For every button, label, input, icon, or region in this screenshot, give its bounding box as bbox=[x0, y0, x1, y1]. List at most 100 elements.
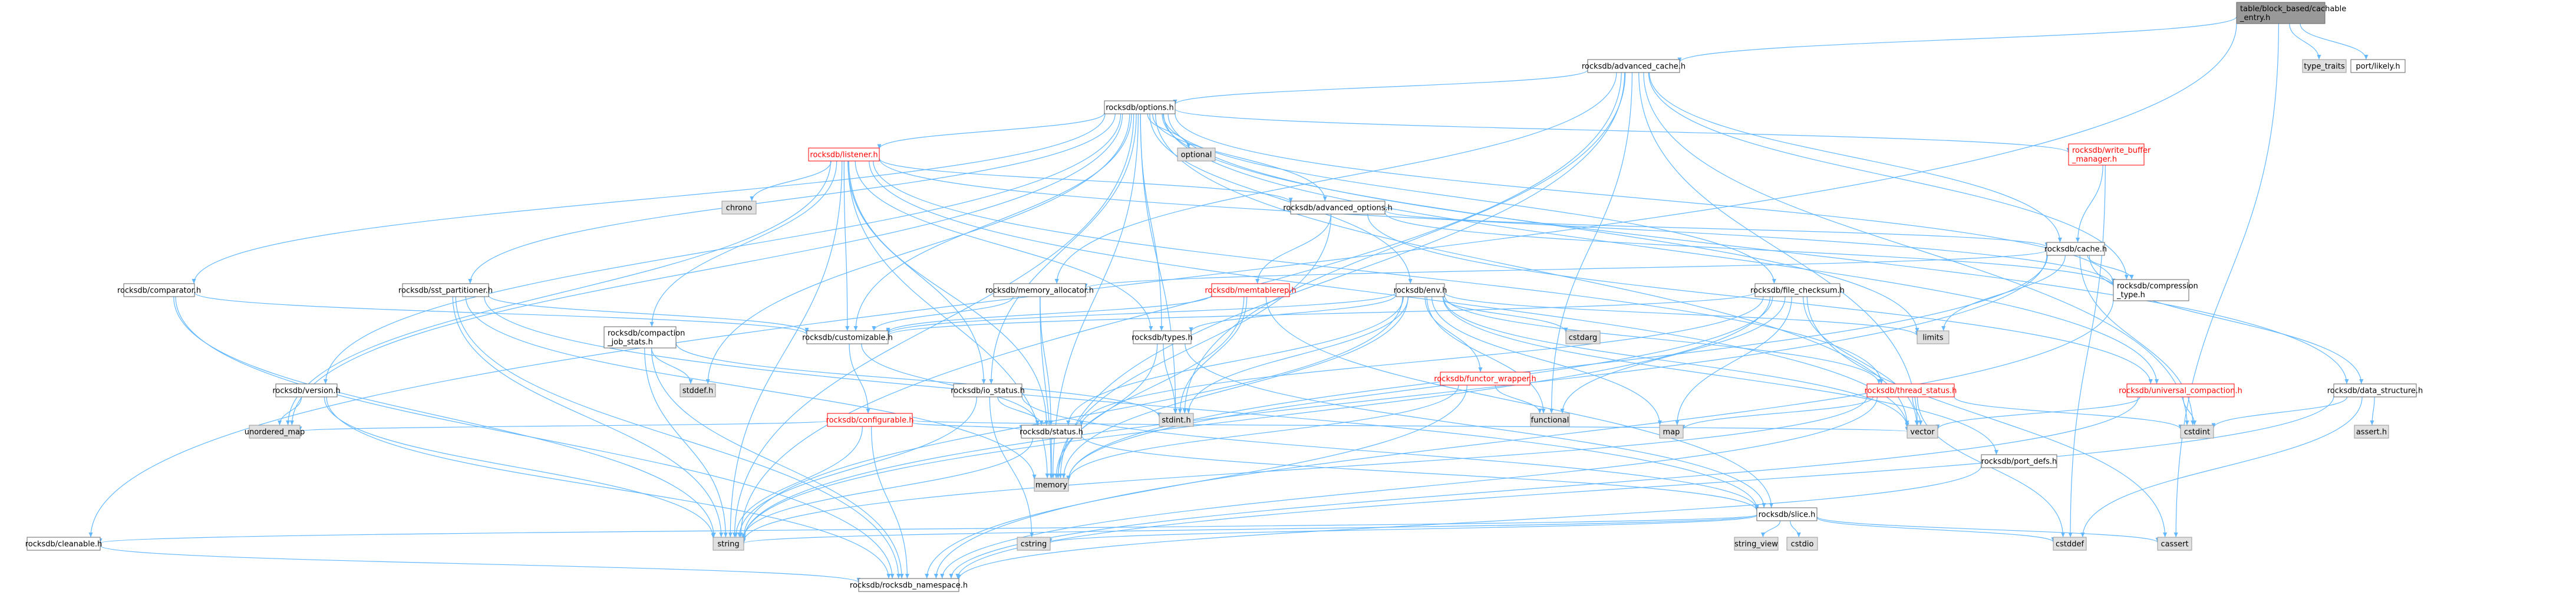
arrowhead-env-to-stdint_h bbox=[1186, 409, 1191, 413]
node-label: assert.h bbox=[2356, 428, 2387, 437]
edge-advanced_cache-to-string bbox=[740, 72, 1622, 538]
node-configurable[interactable]: rocksdb/configurable.h bbox=[826, 413, 914, 427]
edge-options-to-customizable bbox=[855, 113, 1132, 331]
node-memory_allocator[interactable]: rocksdb/memory_allocator.h bbox=[985, 283, 1094, 297]
edge-listener-to-compaction_job_stats bbox=[651, 160, 837, 327]
node-label: cstdio bbox=[1791, 540, 1814, 549]
edge-root-to-cassert bbox=[2175, 23, 2279, 538]
node-compression_type[interactable]: rocksdb/compression_type.h bbox=[2113, 279, 2198, 301]
edge-io_status-to-status bbox=[997, 396, 1042, 426]
node-advanced_cache[interactable]: rocksdb/advanced_cache.h bbox=[1582, 59, 1686, 73]
arrowhead-compaction_job_stats-to-rocksdb_namespace bbox=[899, 574, 904, 579]
node-port_defs[interactable]: rocksdb/port_defs.h bbox=[1981, 454, 2057, 468]
arrowhead-options-to-listener bbox=[877, 144, 882, 149]
edge-listener-to-chrono bbox=[751, 160, 832, 202]
node-version[interactable]: rocksdb/version.h bbox=[272, 383, 341, 397]
node-box bbox=[680, 383, 716, 397]
arrowhead-listener-to-types bbox=[1149, 326, 1153, 331]
node-cstdint: cstdint bbox=[2180, 425, 2214, 439]
node-options[interactable]: rocksdb/options.h bbox=[1104, 100, 1176, 114]
node-root[interactable]: table/block_based/cachable_entry.h bbox=[2236, 2, 2346, 24]
arrowhead-types-to-memory bbox=[1054, 474, 1058, 478]
arrowhead-slice-to-string_view bbox=[1760, 533, 1765, 537]
edge-file_checksum-to-map bbox=[1677, 296, 1792, 426]
edge-slice-to-cstddef bbox=[1816, 517, 2054, 543]
arrowhead-data_structure-to-assert_h bbox=[2370, 420, 2374, 425]
node-chrono: chrono bbox=[721, 201, 757, 215]
edge-env-to-cstdarg bbox=[1442, 296, 1566, 333]
node-comparator[interactable]: rocksdb/comparator.h bbox=[117, 283, 201, 297]
node-memtablerep[interactable]: rocksdb/memtablerep.h bbox=[1205, 283, 1297, 297]
arrowhead-customizable-to-status bbox=[1035, 420, 1040, 425]
node-label: rocksdb/slice.h bbox=[1759, 511, 1816, 520]
arrowhead-advanced_options-to-universal_compaction bbox=[2148, 379, 2153, 384]
arrowhead-root-to-type_traits bbox=[2317, 55, 2321, 60]
node-box bbox=[1021, 425, 1082, 439]
arrowhead-listener-to-memory bbox=[1045, 474, 1050, 478]
node-data_structure[interactable]: rocksdb/data_structure.h bbox=[2327, 383, 2423, 397]
node-map: map bbox=[1659, 425, 1684, 439]
node-unordered_map: unordered_map bbox=[245, 425, 305, 439]
edge-env-to-stdint_h bbox=[1188, 296, 1409, 414]
node-cleanable[interactable]: rocksdb/cleanable.h bbox=[25, 537, 103, 551]
arrowhead-env-to-types bbox=[1189, 327, 1193, 333]
arrowhead-status-to-memory bbox=[1049, 474, 1054, 478]
edge-advanced_cache-to-cstdint bbox=[1643, 72, 2188, 426]
node-functor_wrapper[interactable]: rocksdb/functor_wrapper.h bbox=[1434, 372, 1536, 386]
node-box bbox=[827, 413, 913, 427]
edge-options-to-data_structure bbox=[1167, 113, 2347, 385]
node-box bbox=[1917, 330, 1950, 344]
edge-options-to-stddef_h bbox=[707, 113, 1130, 385]
arrowhead-listener-to-compaction_job_stats bbox=[649, 322, 654, 327]
arrowhead-advanced_cache-to-stdint_h bbox=[1182, 409, 1187, 413]
node-file_checksum[interactable]: rocksdb/file_checksum.h bbox=[1750, 283, 1845, 297]
node-listener[interactable]: rocksdb/listener.h bbox=[808, 147, 880, 162]
node-box bbox=[808, 147, 880, 162]
arrowhead-advanced_cache-to-cache bbox=[2057, 238, 2062, 242]
arrowhead-listener-to-unordered_map bbox=[286, 420, 291, 425]
node-status[interactable]: rocksdb/status.h bbox=[1020, 425, 1083, 439]
node-box bbox=[806, 330, 889, 344]
arrowhead-options-to-sst_partitioner bbox=[468, 279, 473, 284]
edge-options-to-comparator bbox=[193, 113, 1106, 284]
node-box bbox=[1587, 59, 1680, 73]
edge-slice-to-cassert bbox=[1816, 516, 2158, 543]
node-port_likely[interactable]: port/likely.h bbox=[2350, 59, 2406, 73]
node-box bbox=[2113, 279, 2189, 301]
node-universal_compaction[interactable]: rocksdb/universal_compaction.h bbox=[2119, 383, 2242, 397]
node-cstring: cstring bbox=[1017, 537, 1051, 551]
node-io_status[interactable]: rocksdb/io_status.h bbox=[951, 383, 1025, 397]
node-advanced_options[interactable]: rocksdb/advanced_options.h bbox=[1283, 201, 1393, 215]
edge-options-to-env bbox=[1149, 113, 1411, 284]
node-customizable[interactable]: rocksdb/customizable.h bbox=[802, 330, 893, 344]
node-box bbox=[27, 537, 101, 551]
edge-memory_allocator-to-memory bbox=[1040, 296, 1051, 479]
node-thread_status[interactable]: rocksdb/thread_status.h bbox=[1865, 383, 1957, 397]
node-sst_partitioner[interactable]: rocksdb/sst_partitioner.h bbox=[398, 283, 493, 297]
edge-types-to-slice bbox=[1185, 343, 1764, 508]
node-type_traits: type_traits bbox=[2302, 59, 2347, 73]
arrowhead-options-to-universal_compaction bbox=[2155, 379, 2159, 384]
node-label: rocksdb/port_defs.h bbox=[1981, 458, 2057, 466]
node-optional: optional bbox=[1177, 147, 1216, 162]
node-cache[interactable]: rocksdb/cache.h bbox=[2044, 242, 2107, 256]
node-env[interactable]: rocksdb/env.h bbox=[1394, 283, 1447, 297]
node-box bbox=[2126, 383, 2235, 397]
edge-options-to-unordered_map bbox=[291, 113, 1123, 426]
node-box bbox=[1866, 383, 1955, 397]
arrowhead-sst_partitioner-to-customizable bbox=[804, 327, 809, 333]
node-label: rocksdb/compression bbox=[2117, 282, 2198, 291]
node-slice[interactable]: rocksdb/slice.h bbox=[1756, 507, 1818, 521]
node-compaction_job_stats[interactable]: rocksdb/compaction_job_stats.h bbox=[603, 326, 685, 349]
node-box bbox=[1756, 507, 1818, 521]
arrowhead-cache-to-data_structure bbox=[2359, 379, 2364, 384]
node-write_buffer_manager[interactable]: rocksdb/write_buffer_manager.h bbox=[2068, 143, 2151, 166]
arrowhead-options-to-file_checksum bbox=[1772, 279, 1776, 284]
edge-listener-to-io_status bbox=[847, 160, 984, 385]
node-label: limits bbox=[1922, 334, 1944, 343]
node-types[interactable]: rocksdb/types.h bbox=[1132, 330, 1193, 344]
node-box bbox=[1786, 537, 1818, 551]
node-rocksdb_namespace[interactable]: rocksdb/rocksdb_namespace.h bbox=[850, 578, 968, 592]
node-box bbox=[2354, 425, 2389, 439]
edge-env-to-memory bbox=[1063, 296, 1409, 479]
